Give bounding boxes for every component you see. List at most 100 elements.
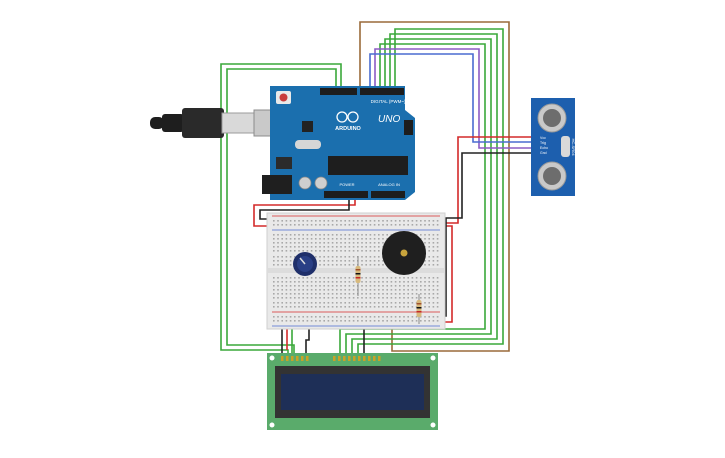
- lcd-pin[interactable]: [291, 356, 294, 361]
- breadboard-hole: [373, 277, 376, 279]
- breadboard-hole: [344, 242, 346, 244]
- breadboard-hole: [352, 302, 355, 304]
- breadboard-hole: [273, 293, 275, 295]
- wire-blue-arduino-trig[interactable]: [369, 53, 533, 143]
- potentiometer[interactable]: [293, 252, 317, 276]
- breadboard-hole: [285, 264, 288, 266]
- breadboard-hole: [432, 242, 435, 244]
- breadboard-hole: [382, 277, 384, 279]
- breadboard-hole: [273, 256, 275, 258]
- breadboard-hole: [373, 242, 376, 244]
- lcd-pin[interactable]: [301, 356, 304, 361]
- breadboard-hole: [424, 264, 426, 266]
- wire-green-arduino-lcd-6[interactable]: [339, 43, 486, 358]
- resistor-2[interactable]: [416, 294, 422, 324]
- breadboard-hole: [281, 320, 283, 322]
- breadboard-hole: [369, 297, 372, 299]
- breadboard-hole: [424, 302, 426, 304]
- breadboard-hole: [369, 289, 372, 291]
- wire-green-arduino-lcd-1[interactable]: [220, 63, 342, 358]
- breadboard-hole: [390, 285, 393, 287]
- lcd-pin[interactable]: [296, 356, 299, 361]
- breadboard-hole: [365, 297, 367, 299]
- wire-purple-arduino-echo[interactable]: [374, 48, 533, 149]
- breadboard-hole: [289, 277, 292, 279]
- breadboard-hole: [298, 281, 300, 283]
- breadboard-hole: [394, 306, 397, 308]
- wire-brown-arduino-breadboard[interactable]: [359, 21, 510, 352]
- breadboard-hole: [436, 281, 439, 283]
- breadboard-hole: [373, 246, 376, 248]
- lcd-pin[interactable]: [373, 356, 376, 361]
- wire-green-arduino-lcd-2[interactable]: [226, 68, 337, 358]
- lcd-pin[interactable]: [281, 356, 284, 361]
- breadboard-hole: [361, 285, 363, 287]
- breadboard-hole: [394, 289, 397, 291]
- lcd-pin[interactable]: [286, 356, 289, 361]
- breadboard-hole: [373, 264, 376, 266]
- breadboard-hole: [331, 250, 334, 252]
- breadboard-hole: [357, 220, 359, 222]
- breadboard-hole: [306, 224, 309, 226]
- breadboard-hole: [378, 224, 380, 226]
- breadboard-hole: [407, 320, 409, 322]
- breadboard-hole: [420, 320, 422, 322]
- wire-black-sensor-gnd[interactable]: [432, 152, 533, 219]
- breadboard-hole: [390, 306, 393, 308]
- breadboard-hole: [382, 320, 384, 322]
- lcd-pin[interactable]: [343, 356, 346, 361]
- breadboard-hole: [386, 220, 388, 222]
- lcd-pin[interactable]: [358, 356, 361, 361]
- breadboard-hole: [340, 281, 342, 283]
- piezo-buzzer[interactable]: [382, 231, 426, 275]
- lcd-pin[interactable]: [338, 356, 341, 361]
- breadboard-hole: [331, 260, 334, 262]
- breadboard-hole: [386, 281, 388, 283]
- breadboard-hole: [323, 277, 325, 279]
- breadboard-hole: [378, 289, 380, 291]
- wire-red-sensor-vcc[interactable]: [438, 136, 533, 224]
- lcd-pin[interactable]: [348, 356, 351, 361]
- breadboard-hole: [386, 316, 388, 318]
- wire-red-arduino-5v[interactable]: [253, 195, 356, 227]
- breadboard-hole: [273, 238, 275, 240]
- breadboard-hole: [323, 306, 325, 308]
- breadboard-hole: [378, 264, 380, 266]
- wire-black-arduino-gnd[interactable]: [259, 195, 350, 220]
- lcd-display[interactable]: [267, 353, 438, 430]
- lcd-pin[interactable]: [378, 356, 381, 361]
- lcd-pin[interactable]: [368, 356, 371, 361]
- breadboard-hole: [310, 293, 313, 295]
- breadboard-hole: [407, 224, 409, 226]
- breadboard-hole: [319, 238, 321, 240]
- breadboard-hole: [289, 256, 292, 258]
- lcd-pin[interactable]: [333, 356, 336, 361]
- wire-green-arduino-lcd-5[interactable]: [345, 38, 492, 358]
- sensor-transducer-top-inner: [543, 109, 561, 127]
- breadboard-hole: [319, 320, 321, 322]
- breadboard-hole: [323, 285, 325, 287]
- breadboard-hole: [361, 234, 363, 236]
- breadboard-hole: [277, 302, 279, 304]
- breadboard-hole: [331, 281, 334, 283]
- breadboard-hole: [281, 220, 283, 222]
- resistor-1[interactable]: [355, 256, 361, 296]
- ultrasonic-sensor[interactable]: Vcc Trig Echo Gnd HC-SR04: [531, 98, 576, 196]
- breadboard-hole: [436, 297, 439, 299]
- breadboard-hole: [399, 289, 401, 291]
- lcd-pin[interactable]: [353, 356, 356, 361]
- lcd-pin[interactable]: [306, 356, 309, 361]
- breadboard-hole: [361, 289, 363, 291]
- breadboard-hole: [294, 224, 296, 226]
- breadboard-hole: [420, 224, 422, 226]
- breadboard-hole: [428, 285, 430, 287]
- arduino-board[interactable]: DIGITAL (PWM~) ARDUINO UNO POWER ANALOG …: [262, 86, 415, 200]
- breadboard-hole: [432, 289, 435, 291]
- breadboard-hole: [411, 289, 414, 291]
- icsp-header: [404, 120, 413, 135]
- breadboard-hole: [436, 220, 439, 222]
- breadboard-hole: [336, 306, 338, 308]
- breadboard-hole: [361, 256, 363, 258]
- breadboard-hole: [298, 277, 300, 279]
- lcd-pin[interactable]: [363, 356, 366, 361]
